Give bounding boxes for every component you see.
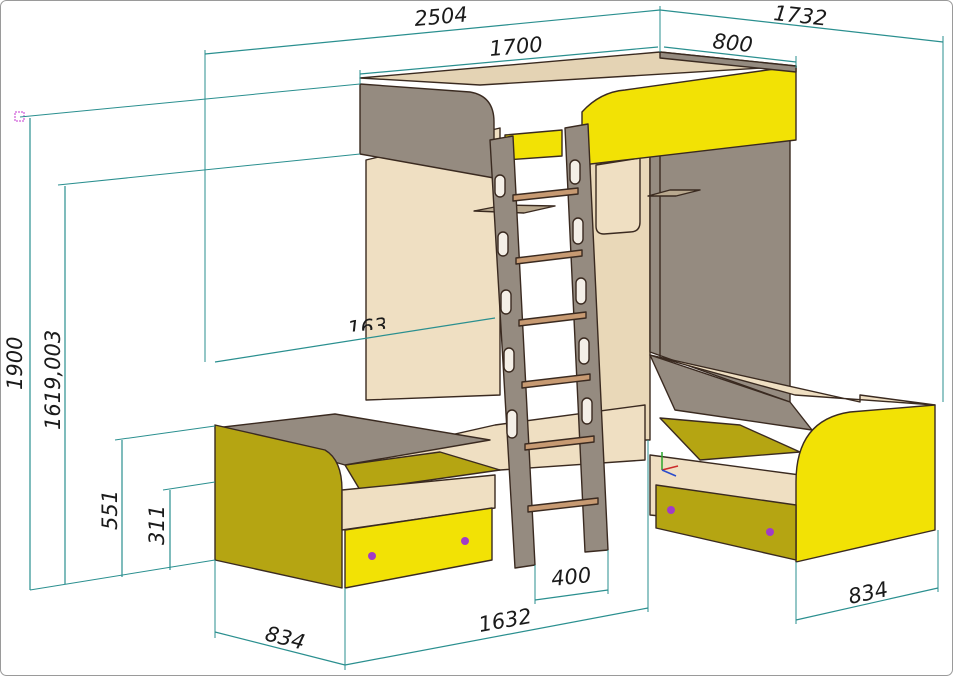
drawer-knob <box>461 537 469 545</box>
right-bed-headboard <box>795 404 936 563</box>
dim-top-length: 1700 <box>488 32 543 61</box>
dim-ladder-width: 400 <box>550 563 592 591</box>
ladder-slots <box>494 159 593 439</box>
dim-obscured: 1632 <box>346 312 401 341</box>
dim-left-bed-width: 834 <box>263 622 308 655</box>
dim-total-width: 2504 <box>413 2 468 31</box>
axis-triad-icon <box>661 452 679 477</box>
upper-bed-yellow-front <box>581 65 797 166</box>
left-bed-drawer <box>344 507 493 589</box>
left-bed-front-rail <box>341 474 496 531</box>
left-bed-headboard <box>214 424 343 589</box>
upper-bed-dark-top <box>659 51 797 73</box>
dim-right-bed-width: 834 <box>846 577 890 609</box>
furniture <box>14 51 936 589</box>
dim-side-height: 551 <box>98 490 122 530</box>
dim-bed-length: 1632 <box>477 604 534 637</box>
dim-total-height: 1900 <box>3 337 27 390</box>
left-bed-slats <box>344 451 501 491</box>
ladder-rungs <box>512 187 599 513</box>
dimension-labels: 2504 1732 1700 800 1632 1900 1619,003 55… <box>3 1 890 654</box>
dim-drawer-height: 311 <box>145 505 169 545</box>
dim-top-width: 800 <box>711 29 753 57</box>
right-bed-drawer <box>655 484 797 561</box>
shelf-right <box>647 189 701 197</box>
drawer-knob <box>368 552 376 560</box>
drawer-knob <box>667 506 675 514</box>
dim-side-depth: 1732 <box>772 1 828 30</box>
right-bed-mattress <box>649 354 936 406</box>
drawer-knob <box>766 528 774 536</box>
center-cabinet-door <box>595 157 641 235</box>
dimension-lines <box>19 6 944 670</box>
dim-upper-height: 1619,003 <box>41 330 65 430</box>
